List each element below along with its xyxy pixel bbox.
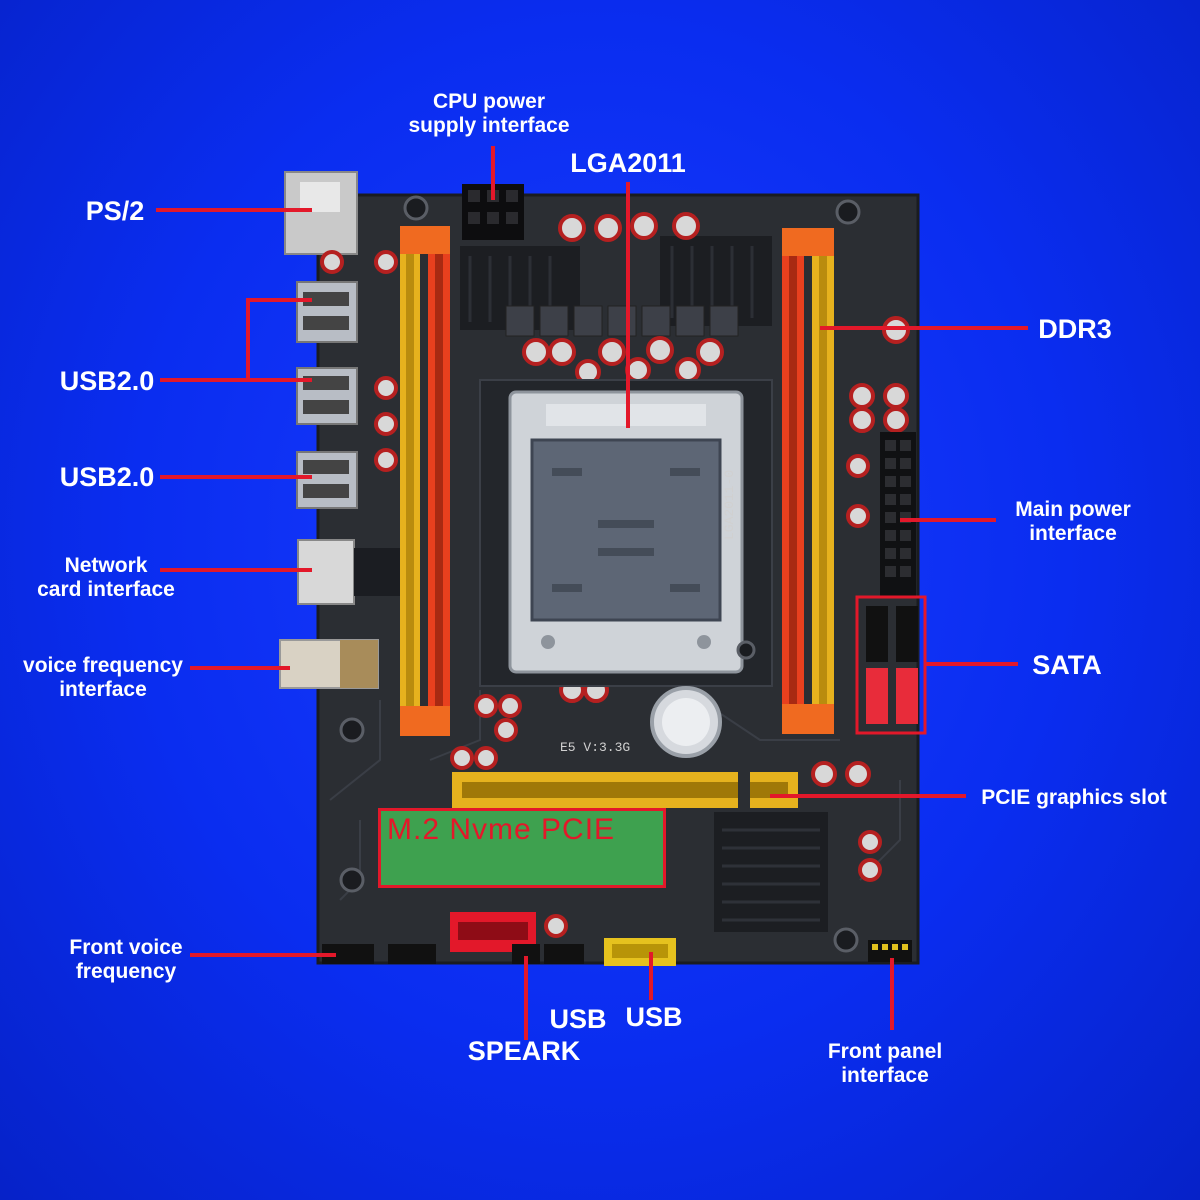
- network-label-line2: card interface: [37, 578, 175, 602]
- front-audio-header: [322, 944, 374, 964]
- m2-slot-highlight: M.2 Nvme PCIE: [378, 808, 666, 888]
- cpu-power-label: CPU power supply interface: [396, 90, 582, 138]
- ps2-label: PS/2: [85, 196, 145, 226]
- lga2011-label: LGA2011: [570, 148, 686, 178]
- main-power-label-line1: Main power: [1015, 498, 1131, 521]
- front-voice-label-line1: Front voice: [69, 936, 183, 959]
- ps2-port: [284, 171, 358, 255]
- sata-port-4: [896, 668, 918, 724]
- pcie-label: PCIE graphics slot: [981, 786, 1167, 809]
- usb-header-b-label: USB: [625, 1002, 683, 1032]
- voice-label-line2: interface: [59, 678, 147, 702]
- speark-label: SPEARK: [467, 1036, 581, 1066]
- usb-mid-label: USB2.0: [59, 462, 155, 492]
- ddr3-label: DDR3: [1038, 314, 1112, 344]
- sata-port-2: [896, 606, 918, 662]
- front-panel-label: Front panel interface: [810, 1040, 960, 1088]
- front-panel-header: [868, 940, 912, 962]
- voice-label-line1: voice frequency: [23, 654, 183, 677]
- front-panel-label-line1: Front panel: [827, 1040, 943, 1063]
- sata-port-3: [866, 668, 888, 724]
- capacitors: [320, 212, 910, 938]
- cpu-power-label-line2: supply interface: [408, 114, 570, 138]
- main-power-label-line2: interface: [1029, 522, 1117, 546]
- usb-top-label: USB2.0: [59, 366, 155, 396]
- speaker-header: [512, 944, 540, 964]
- sata-label: SATA: [1032, 650, 1102, 680]
- front-panel-label-line2: interface: [841, 1064, 929, 1088]
- network-label-line1: Network: [64, 554, 148, 577]
- sata-port-1: [866, 606, 888, 662]
- leader-lines: [156, 146, 1028, 1040]
- chipset-heatsink: [714, 812, 828, 932]
- usb-header-a: [544, 944, 584, 964]
- voice-label: voice frequency interface: [12, 654, 194, 702]
- front-voice-label: Front voice frequency: [56, 936, 196, 984]
- socket-marking: LGA2011-0: [722, 469, 737, 540]
- usb-header-a-label: USB: [549, 1004, 607, 1034]
- main-power-label: Main power interface: [998, 498, 1148, 546]
- cpu-power-label-line1: CPU power: [432, 90, 545, 113]
- m2-label: M.2 Nvme PCIE: [387, 813, 616, 846]
- front-voice-label-line2: frequency: [75, 960, 177, 984]
- board-version: E5 V:3.3G: [560, 740, 631, 755]
- usb-port-top: [296, 281, 358, 343]
- network-label: Network card interface: [24, 554, 188, 602]
